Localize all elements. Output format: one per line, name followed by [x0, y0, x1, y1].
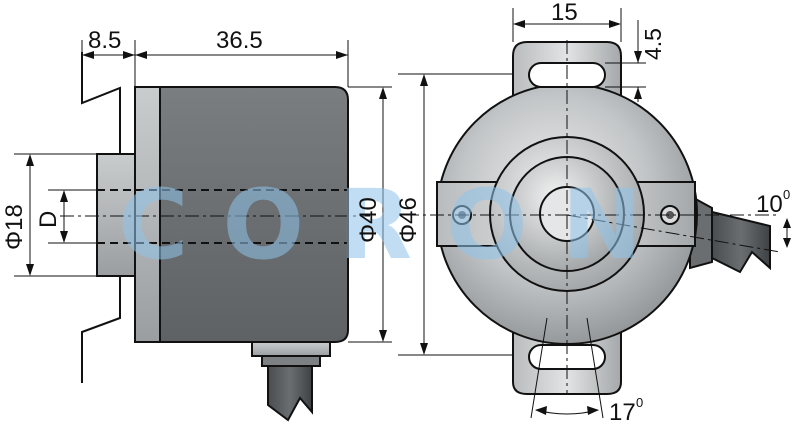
svg-text:Φ18: Φ18: [1, 204, 28, 250]
svg-text:17: 17: [609, 399, 636, 426]
cable-gland: [251, 341, 331, 357]
dim-bore-diameter-label: Φ18: [1, 204, 28, 250]
svg-text:D: D: [35, 211, 62, 228]
svg-text:Φ46: Φ46: [395, 197, 422, 243]
svg-text:10: 10: [756, 191, 783, 218]
svg-text:0: 0: [636, 395, 643, 410]
svg-text:0: 0: [783, 187, 790, 202]
svg-text:4.5: 4.5: [640, 28, 666, 60]
dim-slot-height: 4.5: [640, 28, 666, 60]
svg-text:Φ40: Φ40: [355, 197, 382, 243]
side-view: [14, 40, 570, 422]
dim-tab-width: 15: [551, 0, 578, 26]
dim-cable-angle: 10 0: [756, 187, 790, 218]
dim-d: D: [35, 211, 62, 228]
encoder-body: [159, 86, 349, 343]
dim-body-diameter-label: Φ40: [355, 197, 382, 243]
side-cable: [267, 365, 313, 422]
dim-flange-thickness: 8.5: [88, 27, 121, 54]
watermark: CORON: [118, 169, 676, 281]
cable-gland-collar: [261, 355, 321, 367]
dim-slot-angle: 17 0: [609, 395, 643, 426]
dim-body-length: 36.5: [216, 27, 263, 54]
dim-flange-diameter-label: Φ46: [395, 197, 422, 243]
front-view: [405, 8, 791, 419]
flange-ring: [134, 86, 161, 343]
